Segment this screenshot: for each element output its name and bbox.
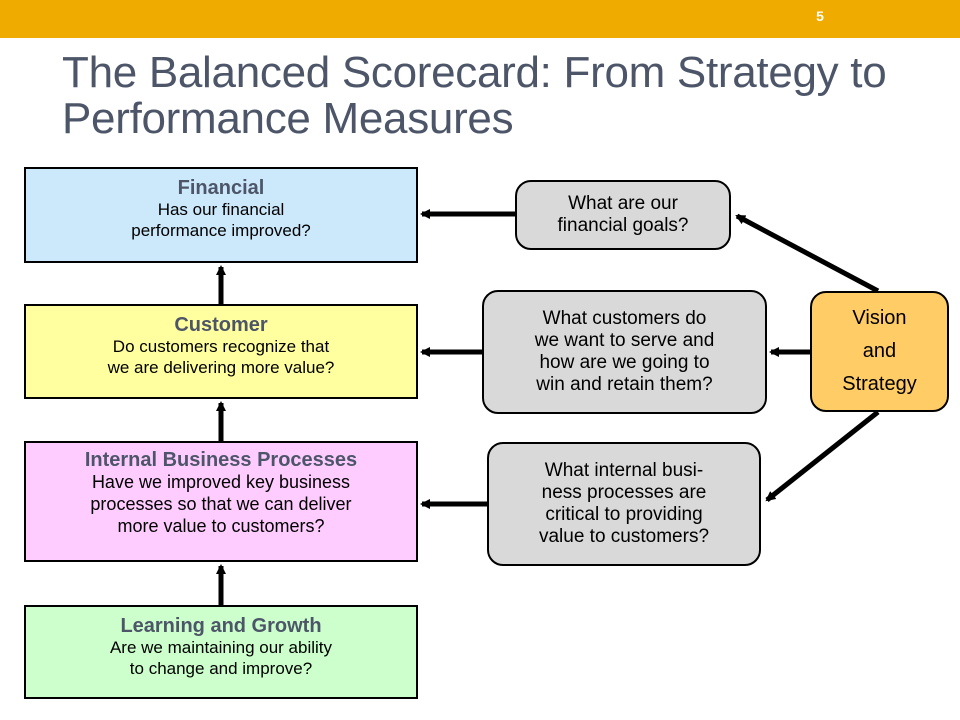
customer-strategy-question: What customers do we want to serve and h… [482, 290, 767, 414]
financial-goals-question: What are our financial goals? [515, 180, 731, 250]
financial-question: Has our financial performance improved? [131, 200, 311, 240]
internal-processes-strategy-question: What internal busi- ness processes are c… [487, 442, 761, 566]
top-accent-bar [0, 0, 960, 38]
customer-title: Customer [174, 314, 268, 336]
learning-title: Learning and Growth [120, 615, 322, 637]
financial-perspective-box: Financial Has our financial performance … [24, 167, 418, 263]
slide-title: The Balanced Scorecard: From Strategy to… [62, 48, 887, 143]
learning-growth-perspective-box: Learning and Growth Are we maintaining o… [24, 605, 418, 699]
learning-question: Are we maintaining our ability to change… [109, 638, 333, 678]
internal-title: Internal Business Processes [84, 449, 358, 471]
page-number: 5 [816, 8, 824, 24]
arrow-vision-to-q-internal [765, 410, 880, 502]
arrow-vision-to-q-financial [735, 213, 880, 294]
internal-question: Have we improved key business processes … [90, 472, 352, 536]
internal-processes-perspective-box: Internal Business Processes Have we impr… [24, 441, 418, 562]
financial-title: Financial [177, 177, 265, 199]
vision-and-strategy-box: Vision and Strategy [810, 291, 949, 412]
customer-perspective-box: Customer Do customers recognize that we … [24, 304, 418, 399]
customer-question: Do customers recognize that we are deliv… [107, 337, 335, 377]
